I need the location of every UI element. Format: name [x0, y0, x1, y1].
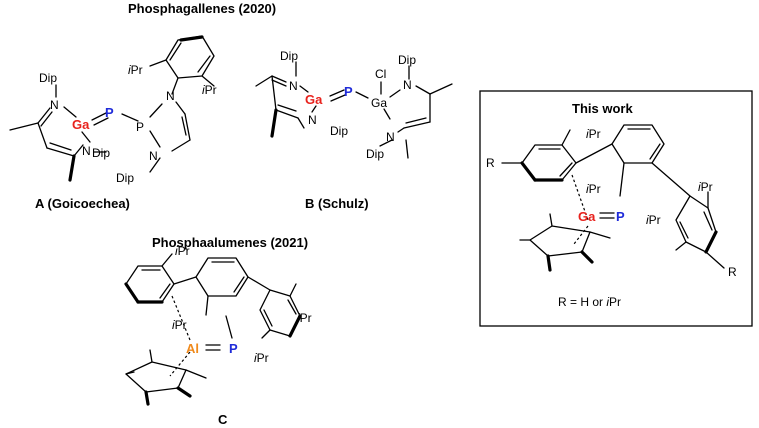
- a-p-black: P: [136, 120, 144, 134]
- b-cl: Cl: [375, 67, 386, 81]
- caption-r-definition: R = H or iPr: [558, 295, 621, 309]
- a-p-blue: P: [105, 105, 114, 120]
- tw-ipr-mid: iPr: [586, 182, 601, 196]
- c-ipr-right: iPr: [297, 311, 312, 325]
- a-n-bottom: N: [82, 144, 91, 158]
- b-n-bottom: N: [308, 113, 317, 127]
- structure-c: iPr iPr Al P iPr iPr: [124, 244, 312, 406]
- this-work-box: [479, 90, 753, 327]
- a-dip-top: Dip: [39, 71, 57, 85]
- tw-ipr-top: iPr: [586, 127, 601, 141]
- caption-a: A (Goicoechea): [35, 196, 130, 211]
- a-n-ring-top: N: [166, 89, 175, 103]
- tw-ipr-left: iPr: [646, 213, 661, 227]
- c-ipr-mid: iPr: [172, 318, 187, 332]
- b-n-right-top: N: [403, 78, 412, 92]
- a-n-ring-bottom: N: [149, 149, 158, 163]
- heading-phosphagallenes: Phosphagallenes (2020): [128, 1, 276, 16]
- caption-b: B (Schulz): [305, 196, 369, 211]
- c-al: Al: [186, 341, 199, 356]
- b-n-top: N: [289, 79, 298, 93]
- a-ipr-left: iPr: [128, 63, 143, 77]
- structure-this-work: R iPr iPr Ga P iPr iPr R: [486, 124, 737, 279]
- b-ga2: Ga: [371, 96, 387, 110]
- tw-r-right: R: [728, 265, 737, 279]
- a-n-top: N: [50, 98, 59, 112]
- tw-ipr-right: iPr: [698, 180, 713, 194]
- a-dip-right: Dip: [92, 146, 110, 160]
- b-n-right-bottom: N: [386, 130, 395, 144]
- b-dip-right-top: Dip: [398, 53, 416, 67]
- b-dip-right-bottom: Dip: [366, 147, 384, 161]
- tw-p: P: [616, 209, 625, 224]
- a-ipr-right: iPr: [202, 83, 217, 97]
- tw-ga: Ga: [578, 209, 596, 224]
- c-p: P: [229, 341, 238, 356]
- a-ga: Ga: [72, 117, 90, 132]
- structure-b: Dip N Ga P N Dip Cl Ga N Dip N Dip: [255, 49, 453, 161]
- heading-phosphaalumenes: Phosphaalumenes (2021): [152, 235, 308, 250]
- tw-r-left: R: [486, 156, 495, 170]
- heading-this-work: This work: [572, 101, 633, 116]
- a-dip-bottom: Dip: [116, 171, 134, 185]
- structure-a: Dip N Ga P P N Dip N N Dip iPr iPr: [9, 35, 217, 185]
- b-dip-top: Dip: [280, 49, 298, 63]
- caption-c: C: [218, 412, 228, 427]
- b-ga: Ga: [305, 92, 323, 107]
- c-ipr-top: iPr: [175, 244, 190, 258]
- b-dip-bottom: Dip: [330, 124, 348, 138]
- c-ipr-left: iPr: [254, 351, 269, 365]
- b-p: P: [344, 84, 353, 99]
